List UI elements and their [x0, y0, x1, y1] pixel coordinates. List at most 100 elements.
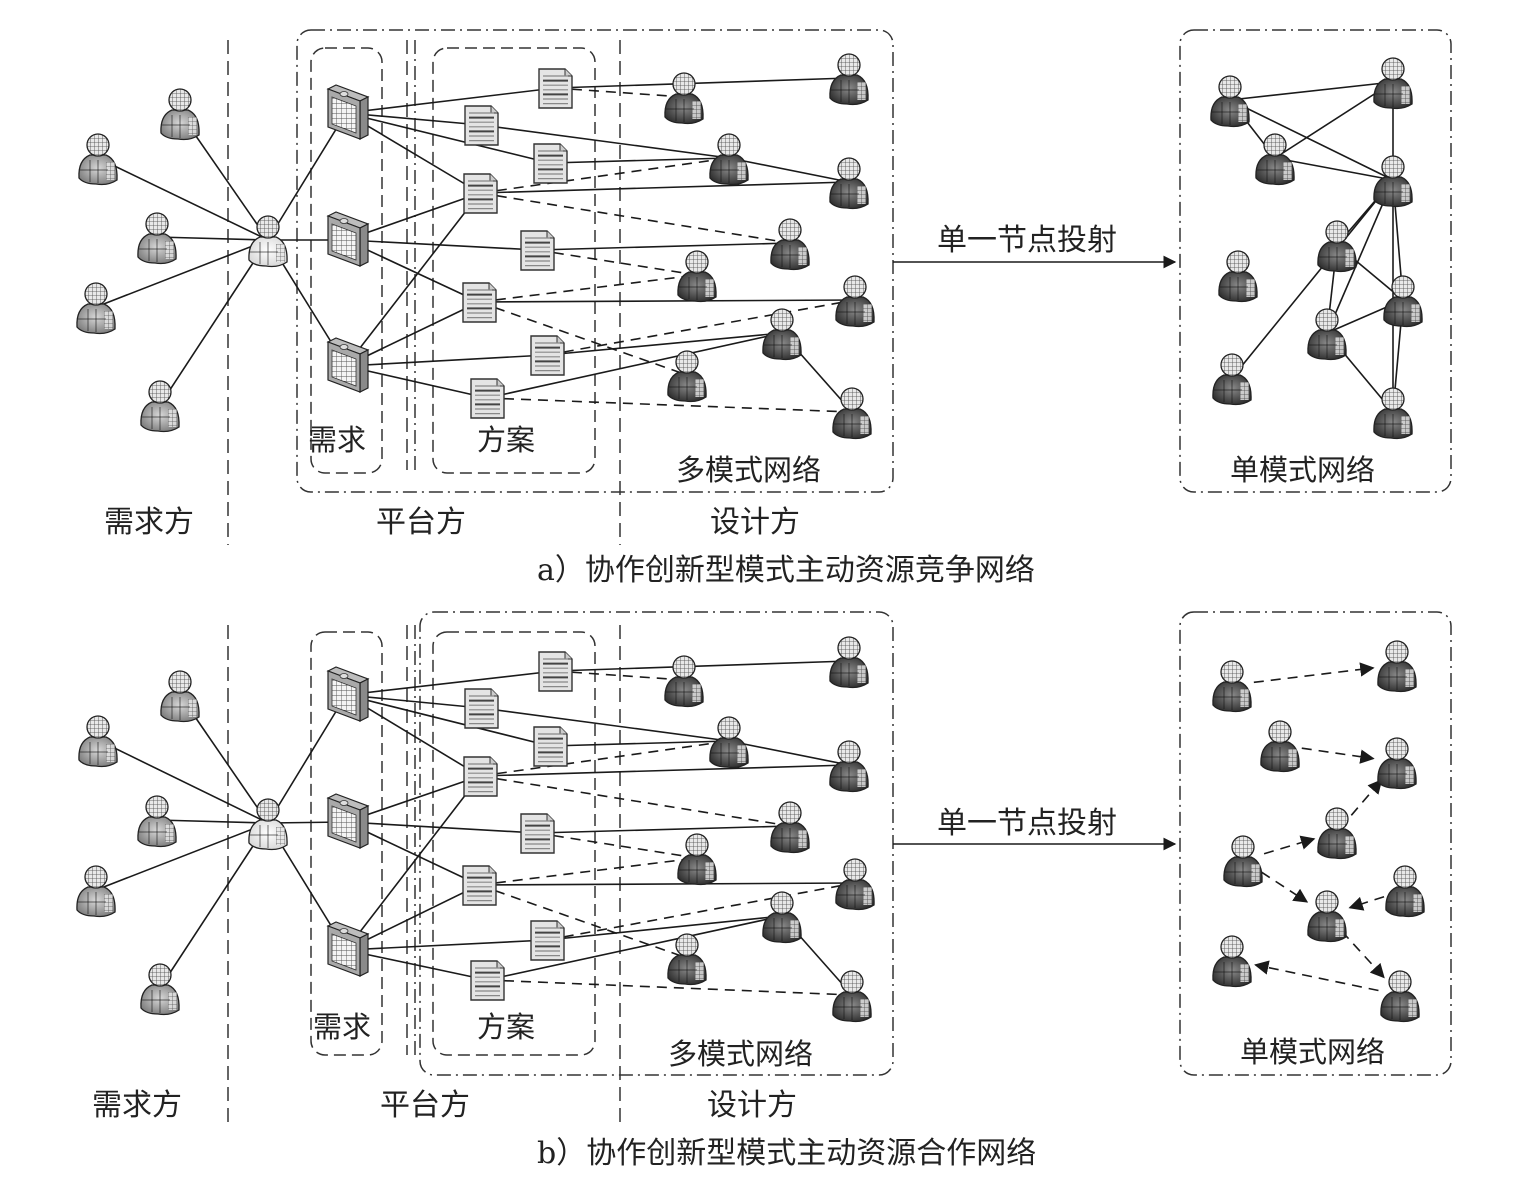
- document-icon: [470, 378, 505, 419]
- demand-group-box: [310, 47, 383, 474]
- edge-p1-d2: [554, 660, 850, 672]
- single-mode-edge-s3-s4: [1301, 747, 1375, 764]
- single-mode-edges: [1253, 662, 1385, 992]
- edge-p4-d4: [479, 764, 850, 777]
- server-icon: [326, 337, 370, 393]
- designer-user-icon: [677, 250, 717, 303]
- platform-hub-user-icon: [248, 798, 288, 851]
- document-icon: [530, 335, 565, 376]
- designer-user-icon: [1377, 737, 1417, 790]
- group-label-demand: 需求: [308, 423, 366, 457]
- edge-p6-d7: [478, 299, 856, 303]
- single-mode-edge-s3-s4: [1274, 157, 1394, 181]
- designer-user-icon: [835, 275, 875, 328]
- edge-r3-p8: [345, 949, 488, 981]
- designer-user-icon: [709, 133, 749, 186]
- dashed-edge-p6-d6: [478, 857, 698, 886]
- designer-user-icon: [667, 350, 707, 403]
- nodes: [76, 636, 875, 1023]
- panel-cooperation-network: 需求 方案 多模式网络 单模式网络 需求方 平台方 设计方 单一节点投射 b）协…: [76, 611, 1452, 1171]
- panel-competition-network: 需求 方案 多模式网络 单模式网络 需求方 平台方 设计方 单一节点投射 a）协…: [76, 29, 1452, 588]
- demander-user-icon: [140, 380, 180, 433]
- document-icon: [463, 173, 498, 214]
- edge-p7-d8: [546, 915, 783, 941]
- single-mode-edge-s6-s5: [1263, 835, 1316, 855]
- designer-user-icon: [1380, 970, 1420, 1023]
- designer-user-icon: [1210, 75, 1250, 128]
- single-mode-edge-s3-s2: [1274, 81, 1394, 159]
- edge-r2-p5: [345, 821, 538, 834]
- platform-hub-user-icon: [248, 215, 288, 268]
- demander-user-icon: [137, 212, 177, 265]
- dashed-edge-p6-d9: [478, 884, 688, 959]
- single-mode-edge-s8-s7: [1348, 895, 1385, 911]
- edge-c4-h: [95, 822, 269, 891]
- dashed-edge-p8-d10: [486, 979, 853, 996]
- group-label-singlemode: 单模式网络: [1240, 1035, 1385, 1069]
- zone-label-platform: 平台方: [380, 1088, 470, 1123]
- server-icon: [326, 921, 370, 977]
- demander-user-icon: [137, 795, 177, 848]
- group-label-multimode: 多模式网络: [668, 1037, 813, 1071]
- document-icon: [520, 230, 555, 271]
- designer-user-icon: [1317, 220, 1357, 273]
- designer-user-icon: [832, 387, 872, 440]
- dashed-edge-p1-d1: [554, 87, 685, 98]
- dashed-edge-p4-d5: [479, 775, 791, 827]
- designer-user-icon: [762, 308, 802, 361]
- edge-h-r1: [267, 694, 347, 824]
- designer-user-icon: [1212, 353, 1252, 406]
- document-icon: [464, 688, 499, 729]
- single-mode-nodes: [1212, 640, 1425, 1023]
- demander-user-icon: [78, 715, 118, 768]
- dashed-edge-p4-d3: [479, 740, 730, 777]
- multimode-network-box: [419, 611, 894, 1076]
- server-icon: [326, 793, 370, 849]
- edge-p3-d3: [549, 157, 730, 164]
- edge-c3-h: [156, 236, 269, 241]
- single-mode-edge-s4-s9: [1231, 179, 1394, 379]
- frames: [227, 29, 1452, 545]
- frames: [227, 611, 1452, 1127]
- server-icon: [326, 84, 370, 140]
- dashed-edge-p7-d7: [546, 299, 856, 356]
- designer-user-icon: [829, 157, 869, 210]
- designer-user-icon: [829, 740, 869, 793]
- edge-r3-p8: [345, 365, 488, 399]
- dashed-edge-p4-d5: [479, 192, 791, 244]
- edge-p8-d8: [486, 915, 783, 981]
- edge-r1-p3: [345, 112, 551, 164]
- edge-p1-d2: [554, 77, 850, 89]
- demander-user-icon: [160, 88, 200, 141]
- edge-c5-h: [159, 822, 269, 989]
- dashed-edge-p7-d7: [546, 882, 856, 941]
- edge-p3-d3: [549, 740, 730, 747]
- dashed-edge-p4-d3: [479, 157, 730, 194]
- designer-user-icon: [664, 655, 704, 708]
- document-icon: [533, 726, 568, 767]
- designer-user-icon: [709, 716, 749, 769]
- edge-p5-d5: [536, 825, 791, 834]
- dashed-edge-p5-d6: [536, 249, 698, 276]
- designer-user-icon: [1223, 835, 1263, 888]
- designer-user-icon: [762, 891, 802, 944]
- group-label-solution: 方案: [477, 423, 535, 457]
- edge-d3-d4: [728, 740, 850, 766]
- designer-user-icon: [1255, 133, 1295, 186]
- designer-user-icon: [770, 218, 810, 271]
- designer-user-icon: [829, 636, 869, 689]
- designer-user-icon: [1218, 250, 1258, 303]
- single-mode-nodes: [1210, 57, 1423, 440]
- designer-user-icon: [1307, 308, 1347, 361]
- edge-p6-d7: [478, 882, 856, 886]
- single-mode-edge-s9-s10: [1254, 960, 1379, 992]
- single-mode-edge-s1-s2: [1229, 81, 1394, 101]
- edge-r1-p3: [345, 694, 551, 747]
- single-mode-edge-s7-s9: [1341, 930, 1385, 979]
- demander-user-icon: [140, 963, 180, 1016]
- zone-label-designer: 设计方: [707, 1088, 797, 1123]
- single-mode-edge-s1-s4: [1229, 99, 1394, 181]
- demander-user-icon: [160, 670, 200, 723]
- group-label-demand: 需求: [313, 1010, 371, 1044]
- zone-label-demander: 需求方: [104, 505, 194, 540]
